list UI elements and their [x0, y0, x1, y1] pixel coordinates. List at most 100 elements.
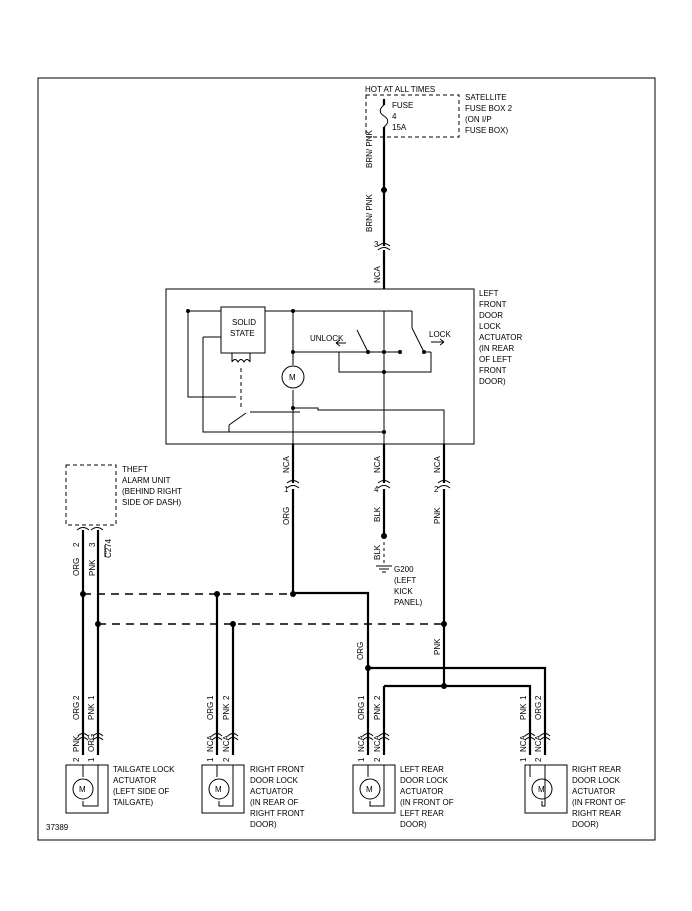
actuator-housing — [201, 764, 245, 814]
lower-pin: 2 — [222, 757, 231, 762]
actuator-label-7: OF LEFT — [479, 355, 512, 364]
actuator-label: LEFT REAR — [400, 809, 444, 818]
actuator-label: (LEFT SIDE OF — [113, 787, 169, 796]
theft-label-3: (BEHIND RIGHT — [122, 487, 182, 496]
actuator-label-4: LOCK — [479, 322, 501, 331]
unlock-arrow-icon — [335, 339, 346, 347]
actuator-label: ACTUATOR — [572, 787, 615, 796]
fuse-icon — [379, 104, 389, 128]
ground-name: G200 — [394, 565, 414, 574]
figure-id: 37389 — [46, 823, 69, 832]
lower-pin: 2 — [534, 757, 543, 762]
upper-pin: 2 — [72, 695, 81, 700]
motor-icon — [359, 778, 381, 800]
connector-icon — [362, 733, 374, 741]
fuse-rating: 15A — [392, 123, 407, 132]
wire-color-brn-pnk-a: BRN/ PNK — [365, 130, 374, 168]
fuse-label: FUSE — [392, 101, 413, 110]
relay-switch — [228, 412, 247, 426]
solid-state-module — [220, 306, 266, 354]
wire-color-pnk-mid: PNK — [433, 638, 442, 655]
actuator-label: ACTUATOR — [250, 787, 293, 796]
lower-wire-color: ORG — [87, 734, 96, 752]
unlock-switch — [356, 329, 369, 353]
lower-wire-color: NCA — [373, 734, 382, 752]
motor-label: M — [289, 373, 296, 382]
satellite-fuse-box — [365, 94, 460, 138]
wire-color-blk-g2: BLK — [373, 544, 382, 560]
connector-icon-g — [377, 480, 391, 489]
upper-wire-color: PNK — [222, 703, 231, 720]
lower-pin: 2 — [373, 757, 382, 762]
hot-at-all-times-label: HOT AT ALL TIMES — [365, 85, 435, 94]
upper-wire-color: PNK — [87, 703, 96, 720]
lower-wire-color: NCA — [357, 734, 366, 752]
actuator-label: (IN REAR OF — [250, 798, 299, 807]
connector-icon-m — [286, 480, 300, 489]
wire-color-nca-top: NCA — [373, 265, 382, 283]
actuator-label: LEFT REAR — [400, 765, 444, 774]
theft-label-4: SIDE OF DASH) — [122, 498, 181, 507]
bus-lines: ORG PNK — [80, 591, 547, 755]
actuator-label: RIGHT FRONT — [250, 765, 305, 774]
lock-switch — [411, 327, 425, 353]
upper-pin: 2 — [534, 695, 543, 700]
actuator-label: TAILGATE LOCK — [113, 765, 175, 774]
lower-pin: 1 — [87, 757, 96, 762]
actuator-label: DOOR) — [572, 820, 599, 829]
solid-state-label-1: SOLID — [232, 318, 256, 327]
connector-icon — [77, 733, 89, 741]
fusebox-label-1: SATELLITE — [465, 93, 507, 102]
ground-icon — [376, 565, 392, 573]
motor-label: M — [366, 785, 373, 794]
actuator-label: DOOR LOCK — [250, 776, 299, 785]
upper-wire-color: ORG — [357, 702, 366, 720]
actuator-label: DOOR) — [250, 820, 277, 829]
wire-color-blk-g: BLK — [373, 506, 382, 522]
fuse-section: HOT AT ALL TIMES FUSE 4 15A SATELLITE FU… — [365, 85, 513, 138]
connector-c3-icon — [377, 243, 391, 251]
connector-pin-r: 2 — [434, 485, 439, 494]
connector-icon — [227, 733, 239, 741]
actuator-label-9: DOOR) — [479, 377, 506, 386]
upper-pin: 2 — [373, 695, 382, 700]
actuator-label: DOOR LOCK — [400, 776, 449, 785]
lower-wire-color: NCA — [519, 734, 528, 752]
upper-wire-color: PNK — [373, 703, 382, 720]
connector-pin-3: 3 — [374, 240, 379, 249]
lower-pin: 1 — [519, 757, 528, 762]
actuator-housing — [524, 764, 568, 814]
motor-label: M — [79, 785, 86, 794]
upper-pin: 1 — [206, 695, 215, 700]
lower-pin: 1 — [357, 757, 366, 762]
wire-color-org-theft: ORG — [72, 558, 81, 576]
motor-icon — [531, 778, 553, 800]
fuse-number: 4 — [392, 112, 397, 121]
actuator-label: DOOR) — [400, 820, 427, 829]
actuator-housing — [352, 764, 396, 814]
actuator-label: (IN FRONT OF — [572, 798, 626, 807]
connector-icon — [524, 733, 536, 741]
wire-color-org-m: ORG — [282, 507, 291, 525]
theft-alarm-unit: THEFT ALARM UNIT (BEHIND RIGHT SIDE OF D… — [65, 464, 182, 755]
actuator-label: (IN FRONT OF — [400, 798, 454, 807]
actuator-label-2: FRONT — [479, 300, 507, 309]
actuator-label-1: LEFT — [479, 289, 499, 298]
actuator-label: ACTUATOR — [400, 787, 443, 796]
actuator-label-6: (IN REAR — [479, 344, 514, 353]
lower-pin: 1 — [206, 757, 215, 762]
upper-wire-color: ORG — [206, 702, 215, 720]
upper-wire-color: PNK — [519, 703, 528, 720]
motor-icon — [72, 778, 94, 800]
upper-wire-color: ORG — [72, 702, 81, 720]
lower-wire-color: NCA — [534, 734, 543, 752]
lower-pin: 2 — [72, 757, 81, 762]
fusebox-label-4: FUSE BOX) — [465, 126, 508, 135]
actuator-label-8: FRONT — [479, 366, 507, 375]
upper-pin: 1 — [357, 695, 366, 700]
theft-pin-org: 2 — [72, 542, 81, 547]
actuator-label-3: DOOR — [479, 311, 503, 320]
actuator-label: RIGHT REAR — [572, 765, 621, 774]
connector-icon — [539, 733, 551, 741]
